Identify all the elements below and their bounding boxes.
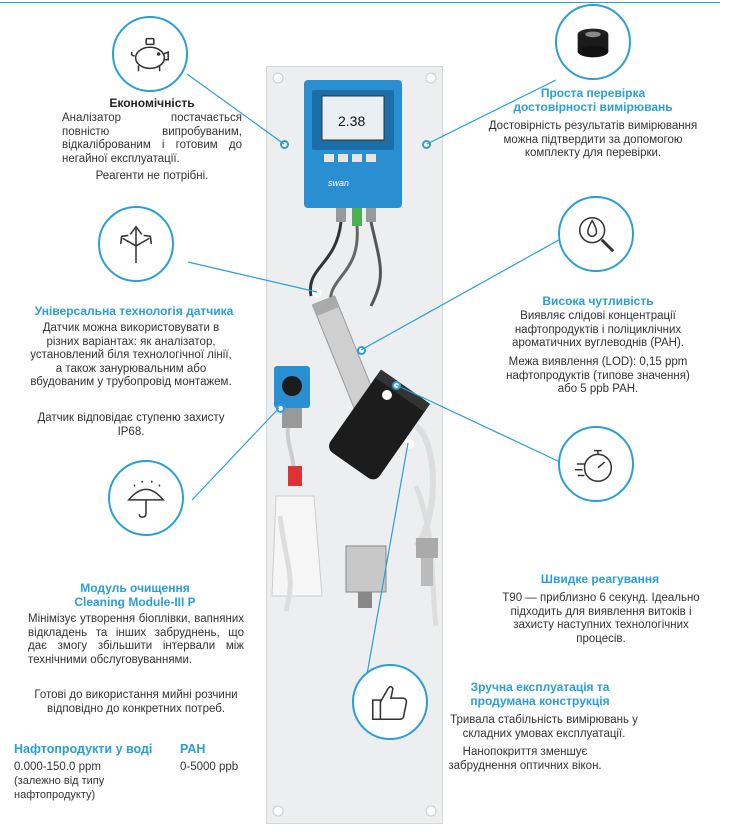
cleaning-text-1: Мінімізує утворення біоплівки, вапняних … [28,613,244,666]
piggy-bank-icon [130,37,169,72]
response-text-1: T90 — приблизно 6 секунд. Ідеально підхо… [502,592,700,645]
economy-title: Економічність [109,96,195,110]
top-divider [0,2,720,3]
cleaning-text-2: Готові до використання мийні розчини від… [34,689,238,715]
cleaning-title-2: Cleaning Module-III P [74,595,196,609]
oil-range-title: Нафтопродукти у воді [14,742,153,756]
marker-sensitivity[interactable] [357,346,366,355]
display-value: 2.38 [338,113,365,129]
pah-range-title: PAH [180,742,206,756]
economy-circle [112,16,188,92]
response-title: Швидке реагування [540,572,660,586]
operation-text-1: Тривала стабільність вимірювань у складн… [450,714,638,740]
marker-flowcell[interactable] [382,390,392,400]
sensor-title: Універсальна технологія датчика [34,304,234,318]
arrows-icon [119,225,153,264]
sensitivity-title: Висока чутливість [542,294,654,308]
stopwatch-icon [574,449,613,483]
marker-sensor[interactable] [312,288,322,298]
oil-range-value: 0.000-150.0 ppm [14,761,101,773]
verify-title-2: достовірності вимірювань [513,100,673,114]
sensitivity-text-2: Межа виявлення (LOD): 0,15 ppm нафтопрод… [506,356,690,395]
oil-range-note: (залежно від типу нафтопродукту) [14,775,105,801]
operation-title-1: Зручна експлуатація та [470,680,610,694]
economy-text-1: Аналізатор постачається повністю випробу… [62,112,242,165]
sensor-text-1: Датчик можна використовувати в різних ва… [30,322,232,388]
umbrella-icon [127,480,165,518]
pah-range-value: 0-5000 ppb [180,761,239,773]
thumbs-up-icon [371,685,408,721]
verify-title-1: Проста перевірка [540,86,646,100]
marker-pump[interactable] [276,404,285,413]
brand-logo: swan [328,178,349,188]
sensor-circle [98,206,174,282]
sensitivity-circle [558,196,634,272]
sensor-text-2: Датчик відповідає ступеню захисту IP68. [37,412,225,438]
operation-title-2: продумана конструкція [470,694,610,708]
sensitivity-text-1: Виявляє слідові концентрації нафтопродук… [512,310,684,349]
marker-transmitter-right[interactable] [422,140,431,149]
analyzer-illustration: 2.38 swan [271,72,439,817]
verify-circle [555,4,631,80]
drop-magnifier-icon [578,216,615,253]
cleaning-title-1: Модуль очищення [80,581,190,595]
marker-transmitter[interactable] [280,140,289,149]
marker-flowcell-bottom[interactable] [404,439,414,449]
operation-text-2: Нанопокриття зменшує забруднення оптични… [448,746,602,772]
sensor-cap-icon [577,28,609,58]
economy-text-2: Реагенти не потрібні. [95,170,209,182]
operation-circle [352,664,428,740]
cleaning-circle [108,460,184,536]
response-circle [558,426,634,502]
verify-text-1: Достовірність результатів вимірювання мо… [488,120,698,159]
